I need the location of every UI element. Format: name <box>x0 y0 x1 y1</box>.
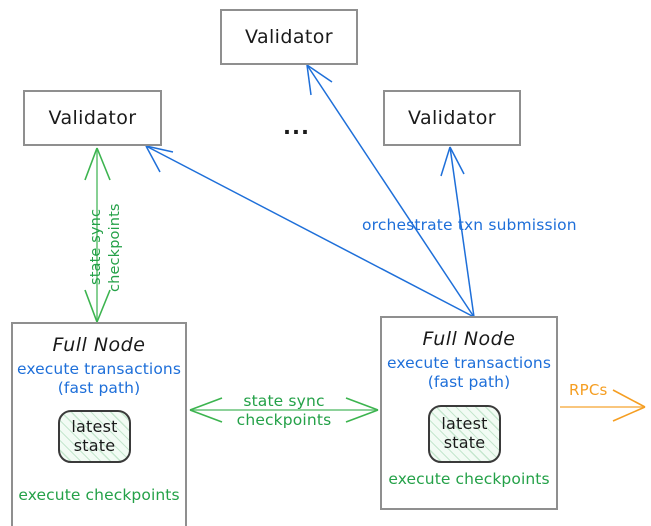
state-sync-center-label: state sync checkpoints <box>209 392 359 431</box>
latest-state-line1: latest <box>441 414 488 434</box>
full-node-execute-transactions-label: execute transactions (fast path) <box>387 354 551 392</box>
latest-state-label: latest state <box>441 414 488 453</box>
fast-path-text: (fast path) <box>57 378 141 397</box>
validator-box-left[interactable]: Validator <box>23 90 162 146</box>
validator-label: Validator <box>48 107 137 129</box>
full-node-box-right[interactable]: Full Node execute transactions (fast pat… <box>380 316 558 510</box>
full-node-execute-checkpoints-label: execute checkpoints <box>18 486 180 504</box>
execute-transactions-text: execute transactions <box>16 360 182 378</box>
latest-state-box-left[interactable]: latest state <box>58 410 131 463</box>
latest-state-box-right[interactable]: latest state <box>428 405 501 463</box>
full-node-execute-checkpoints-label: execute checkpoints <box>388 470 550 488</box>
validator-box-top[interactable]: Validator <box>220 9 358 65</box>
execute-transactions-text: execute transactions <box>386 354 552 372</box>
validators-ellipsis: ... <box>283 115 310 139</box>
latest-state-label: latest state <box>71 416 118 456</box>
state-sync-vertical-line2: checkpoints <box>107 203 123 292</box>
state-sync-center-line2: checkpoints <box>236 411 332 430</box>
latest-state-line1: latest <box>71 416 118 436</box>
state-sync-vertical-line1: state sync <box>88 208 104 285</box>
fast-path-text: (fast path) <box>427 372 511 391</box>
full-node-title: Full Node <box>422 328 516 350</box>
latest-state-line2: state <box>443 433 486 452</box>
rpcs-label: RPCs <box>569 381 608 399</box>
orchestrate-txn-submission-label: orchestrate txn submission <box>362 216 577 234</box>
validator-label: Validator <box>245 26 333 48</box>
latest-state-line2: state <box>73 435 116 455</box>
full-node-title: Full Node <box>52 334 146 356</box>
validator-box-right[interactable]: Validator <box>383 90 521 146</box>
state-sync-center-line1: state sync <box>243 392 325 410</box>
full-node-execute-transactions-label: execute transactions (fast path) <box>17 360 181 398</box>
validator-label: Validator <box>408 107 496 129</box>
